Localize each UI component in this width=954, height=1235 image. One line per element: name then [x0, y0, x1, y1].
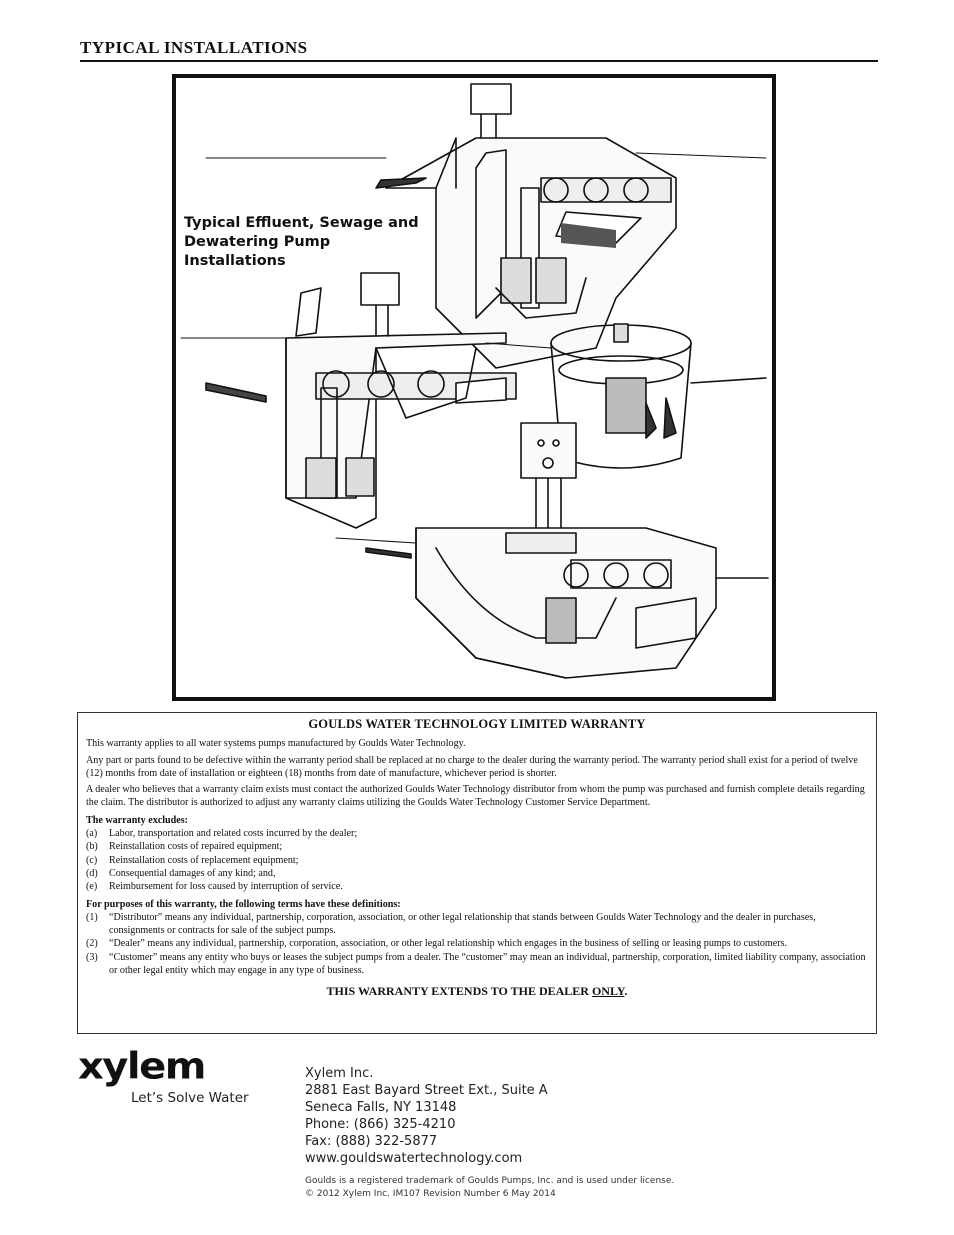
- figure-caption: Typical Effluent, Sewage and Dewatering …: [184, 214, 434, 271]
- xylem-logo: xylem Let’s Solve Water: [78, 1045, 249, 1106]
- copyright-notice: © 2012 Xylem Inc. IM107 Revision Number …: [305, 1189, 556, 1199]
- list-item-text: “Customer” means any entity who buys or …: [109, 951, 866, 977]
- definitions-list: (1) “Distributor” means any individual, p…: [86, 911, 868, 977]
- logo-tagline: Let’s Solve Water: [131, 1090, 249, 1106]
- list-item-label: (e): [86, 881, 98, 893]
- warranty-box: GOULDS WATER TECHNOLOGY LIMITED WARRANTY…: [77, 712, 877, 1034]
- caption-line-2: Dewatering Pump Installations: [184, 234, 331, 269]
- pump-installation-drawing: [180, 83, 769, 679]
- footer-emphasis: ONLY: [591, 984, 625, 999]
- excludes-heading: The warranty excludes:: [86, 814, 189, 826]
- list-item-label: (d): [86, 867, 98, 879]
- warranty-paragraph: Any part or parts found to be defective …: [86, 754, 858, 779]
- logo-wordmark: xylem: [78, 1045, 206, 1088]
- list-item: (3) “Customer” means any entity who buys …: [86, 951, 868, 978]
- excludes-list: (a) Labor, transportation and related cos…: [86, 827, 868, 893]
- trademark-notice: Goulds is a registered trademark of Goul…: [305, 1176, 675, 1186]
- phone-number: Phone: (866) 325-4210: [305, 1117, 456, 1132]
- list-item-text: Reinstallation costs of replacement equi…: [109, 854, 299, 866]
- list-item-text: Consequential damages of any kind; and,: [109, 867, 276, 879]
- website-link[interactable]: www.gouldswatertechnology.com: [305, 1151, 523, 1166]
- company-name: Xylem Inc.: [305, 1066, 374, 1081]
- list-item-label: (2): [86, 938, 98, 950]
- warranty-paragraph: This warranty applies to all water syste…: [86, 738, 466, 750]
- basin-bottom: [335, 527, 769, 679]
- footer-suffix: .: [624, 984, 628, 999]
- list-item-label: (a): [86, 828, 98, 840]
- list-item: (d) Consequential damages of any kind; an…: [86, 867, 868, 880]
- list-item-text: “Distributor” means any individual, part…: [109, 911, 816, 937]
- list-item-text: Reinstallation costs of repaired equipme…: [109, 841, 283, 853]
- footer-prefix: THIS WARRANTY EXTENDS TO THE DEALER: [326, 984, 592, 999]
- list-item-label: (3): [86, 951, 98, 963]
- warranty-footer: THIS WARRANTY EXTENDS TO THE DEALER ONLY…: [86, 985, 868, 998]
- title-divider: [80, 60, 878, 62]
- list-item-label: (1): [86, 911, 98, 923]
- list-item: (2) “Dealer” means any individual, partne…: [86, 937, 868, 950]
- fax-number: Fax: (888) 322-5877: [305, 1134, 438, 1149]
- city-state-zip: Seneca Falls, NY 13148: [305, 1100, 457, 1115]
- basin-round: [485, 323, 767, 469]
- list-item-text: “Dealer” means any individual, partnersh…: [109, 938, 788, 950]
- list-item: (e) Reimbursement for loss caused by inte…: [86, 880, 868, 893]
- warranty-paragraph: A dealer who believes that a warranty cl…: [86, 784, 865, 809]
- caption-line-1: Typical Effluent, Sewage and: [184, 215, 419, 231]
- control-panel: [520, 422, 577, 539]
- list-item: (1) “Distributor” means any individual, p…: [86, 911, 868, 938]
- list-item-label: (c): [86, 854, 98, 866]
- street-address: 2881 East Bayard Street Ext., Suite A: [305, 1083, 548, 1098]
- basin-top-right: [205, 83, 767, 369]
- list-item-text: Reimbursement for loss caused by interru…: [109, 881, 343, 893]
- company-address: Xylem Inc. 2881 East Bayard Street Ext.,…: [305, 1065, 548, 1167]
- definitions-heading: For purposes of this warranty, the follo…: [86, 898, 401, 910]
- page-title: TYPICAL INSTALLATIONS: [80, 38, 308, 57]
- list-item-text: Labor, transportation and related costs …: [109, 828, 358, 840]
- warranty-title: GOULDS WATER TECHNOLOGY LIMITED WARRANTY: [308, 717, 646, 731]
- basin-left: [180, 272, 517, 529]
- list-item-label: (b): [86, 841, 98, 853]
- list-item: (b) Reinstallation costs of repaired equi…: [86, 840, 868, 853]
- installations-illustration: Typical Effluent, Sewage and Dewatering …: [172, 74, 776, 701]
- fine-print: Goulds is a registered trademark of Goul…: [305, 1175, 674, 1201]
- list-item: (c) Reinstallation costs of replacement e…: [86, 854, 868, 867]
- list-item: (a) Labor, transportation and related cos…: [86, 827, 868, 840]
